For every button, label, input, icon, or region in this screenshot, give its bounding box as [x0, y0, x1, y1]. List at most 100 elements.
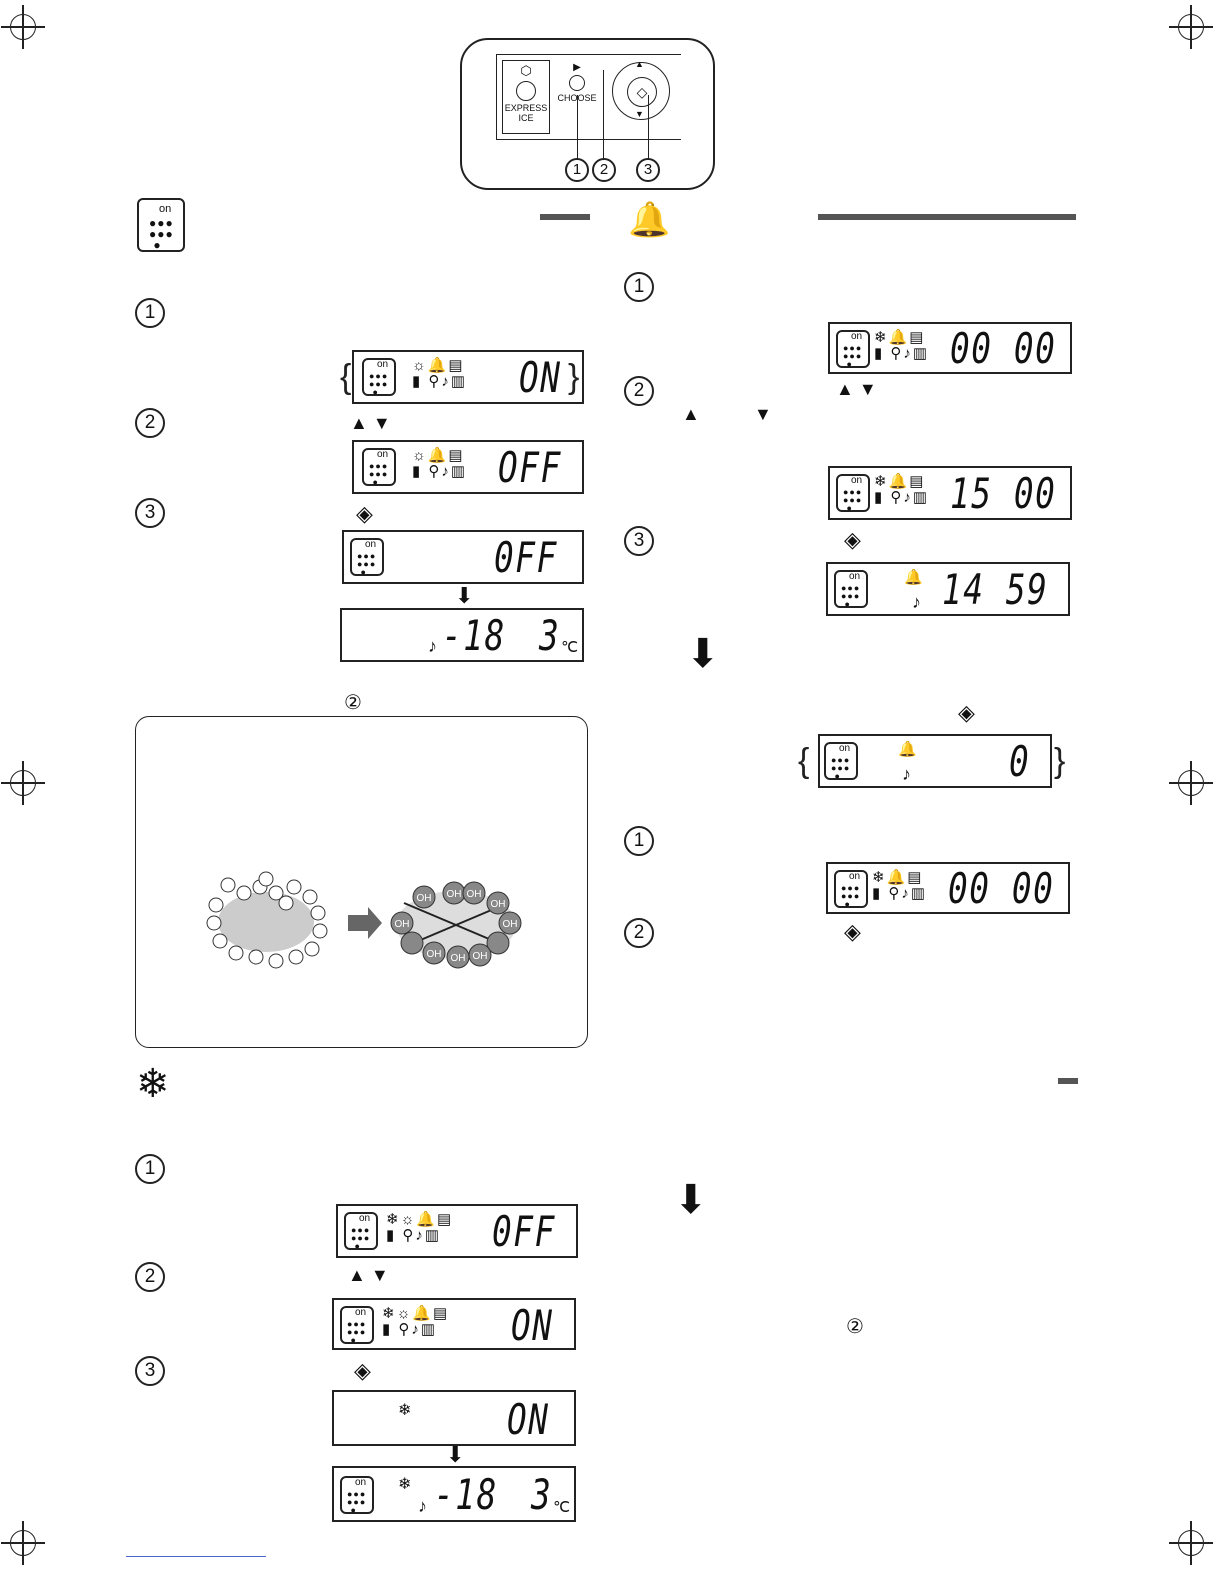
lcd-status-icons: ☼🔔▤▮ ⚲♪▥ [412, 357, 468, 390]
lcd-status-icons: ❄☼🔔▤▮ ⚲♪▥ [382, 1305, 450, 1338]
select-icon: ◈ [356, 501, 373, 526]
freeze-display-temp: on●●●●●● ● ❄ ♪ -18 3 ℃ [332, 1466, 576, 1522]
ion-diagram: OH OH OH OH OH OH OH OH OH [206, 871, 522, 969]
lcd-grape-icon: on●●●●●● ● [350, 538, 384, 577]
alarm-step-3: 3 [624, 526, 654, 556]
freeze-step-1: 1 [135, 1154, 165, 1184]
down-arrow-icon[interactable]: ▼ [635, 109, 644, 119]
registration-mark-top-right [1169, 5, 1213, 49]
play-icon: ▶ [573, 62, 581, 73]
lcd-temp: -18 [434, 1470, 498, 1519]
lcd-readout: 15 00 [949, 469, 1056, 518]
alarm-display-reset: on●●●●●● ● ❄🔔▤▮ ⚲♪▥ 00 00 [826, 862, 1070, 914]
ice-cube-icon: ⬡ [520, 63, 532, 78]
up-down-arrows-icon: ▲ ▼ [350, 413, 391, 433]
select-icon: ◈ [958, 700, 975, 725]
alarm-note-ref: ② [846, 1316, 864, 1338]
oh-label: OH [427, 949, 442, 960]
alarm-display-running: on●●●●●● ● 🔔 ♪ 14 59 [826, 562, 1070, 616]
choose-circle [569, 75, 585, 91]
down-arrow-icon-small: ▼ [754, 404, 772, 424]
lcd-status-icons: ❄🔔▤▮ ⚲♪▥ [872, 869, 928, 902]
plasma-display-off-confirm: on●●●●●● ● 0FF [342, 530, 584, 584]
up-down-arrows-icon: ▲ ▼ [348, 1265, 389, 1285]
lcd-grape-icon: on●●●●●● ● [824, 742, 858, 781]
plasma-display-off: on●●●●●● ● ☼🔔▤▮ ⚲♪▥ OFF [352, 440, 584, 494]
registration-mark-mid-right [1169, 761, 1213, 805]
plasma-step-1: 1 [135, 298, 165, 328]
lcd-grape-icon: on●●●●●● ● [834, 870, 868, 909]
flash-mark-right: } [1054, 742, 1066, 780]
snowflake-small-icon: ❄ [398, 1476, 412, 1493]
choose-button[interactable]: ▶ CHOOSE [557, 62, 597, 122]
down-arrow-icon: ⬇ [455, 583, 474, 608]
oh-label: OH [447, 889, 462, 900]
express-ice-circle [516, 81, 536, 101]
alarm-step-1: 1 [624, 272, 654, 302]
lcd-readout: ON [511, 1301, 554, 1350]
up-arrow-icon: ▲ [682, 404, 700, 424]
snowflake-icon: ❄ [136, 1062, 170, 1106]
oh-label: OH [395, 919, 410, 930]
freeze-display-on-confirm: ❄ ON [332, 1390, 576, 1446]
lcd-grape-icon: on●●●●●● ● [836, 474, 870, 513]
express-ice-label: EXPRESS ICE [504, 103, 548, 123]
plasma-display-temp: ♪ -18 3 ℃ [340, 608, 584, 662]
freeze-display-on: on●●●●●● ● ❄☼🔔▤▮ ⚲♪▥ ON [332, 1298, 576, 1350]
lcd-readout: 00 00 [949, 324, 1056, 373]
callout-2: 2 [592, 158, 616, 182]
freeze-display-off: on●●●●●● ● ❄☼🔔▤▮ ⚲♪▥ 0FF [336, 1204, 578, 1258]
lcd-grape-icon: on●●●●●● ● [834, 570, 868, 609]
hydroxyl-radicals [390, 881, 522, 969]
footer-rule [126, 1556, 266, 1557]
note-icon: ♪ [428, 636, 437, 656]
select-button[interactable]: ◇ [627, 77, 657, 107]
alarm-reset-step-2: 2 [624, 918, 654, 948]
note-icon: ♪ [902, 764, 911, 784]
select-icon: ◈ [844, 527, 861, 552]
registration-mark-bottom-left [1, 1521, 45, 1565]
select-icon: ◈ [354, 1358, 371, 1383]
lcd-readout: 0FF [492, 1207, 556, 1256]
down-arrow-large-icon: ⬇ [674, 1178, 708, 1222]
choose-label: CHOOSE [557, 93, 597, 103]
callout-line-1 [577, 95, 578, 160]
lcd-readout: 00 00 [947, 864, 1054, 913]
up-arrow-icon[interactable]: ▲ [635, 59, 644, 69]
dial-control[interactable]: ◇ ▲ ▼ [612, 59, 670, 120]
lcd-status-icons: ☼🔔▤▮ ⚲♪▥ [412, 447, 468, 480]
bell-icon: 🔔 [628, 201, 671, 239]
section-rule-left [540, 214, 590, 220]
ion-info-box: OH OH OH OH OH OH OH OH OH [135, 716, 588, 1048]
right-arrow-icon [348, 907, 382, 939]
lcd-readout: 0 [1008, 737, 1030, 786]
celsius-unit: ℃ [553, 1499, 570, 1516]
down-arrow-icon: ⬇ [446, 1442, 465, 1467]
flash-mark-left: { [798, 742, 810, 780]
alarm-reset-step-1: 1 [624, 826, 654, 856]
registration-mark-mid-left [1, 761, 45, 805]
plasma-note-ref: ② [344, 692, 362, 714]
oh-label: OH [417, 893, 432, 904]
lcd-readout: ON [507, 1395, 550, 1444]
flash-mark-right: } [568, 358, 580, 396]
express-ice-button[interactable]: ⬡ EXPRESS ICE [502, 60, 550, 134]
freeze-step-2: 2 [135, 1262, 165, 1292]
lcd-status-icons: ❄🔔▤▮ ⚲♪▥ [874, 473, 930, 506]
note-icon: ♪ [418, 1496, 427, 1516]
plasma-step-3: 3 [135, 498, 165, 528]
control-panel: ⬡ EXPRESS ICE ▶ CHOOSE ◇ ▲ ▼ 1 2 3 [460, 38, 715, 190]
oh-label: OH [451, 953, 466, 964]
lcd-grape-icon: on●●●●●● ● [344, 1212, 378, 1251]
alarm-step-2: 2 [624, 376, 654, 406]
down-arrow-large-icon: ⬇ [686, 632, 720, 676]
section-rule-right [818, 214, 1076, 220]
lcd-temp-decimal: 3 [530, 1470, 552, 1519]
bell-small-icon: 🔔 [898, 741, 917, 758]
lcd-temp-decimal: 3 [538, 611, 560, 660]
snowflake-small-icon: ❄ [398, 1402, 412, 1419]
alarm-display-set: on●●●●●● ● ❄🔔▤▮ ⚲♪▥ 15 00 [828, 466, 1072, 520]
alarm-display-initial: on●●●●●● ● ❄🔔▤▮ ⚲♪▥ 00 00 [828, 322, 1072, 374]
bell-small-icon: 🔔 [904, 569, 923, 586]
plasma-step-2: 2 [135, 408, 165, 438]
